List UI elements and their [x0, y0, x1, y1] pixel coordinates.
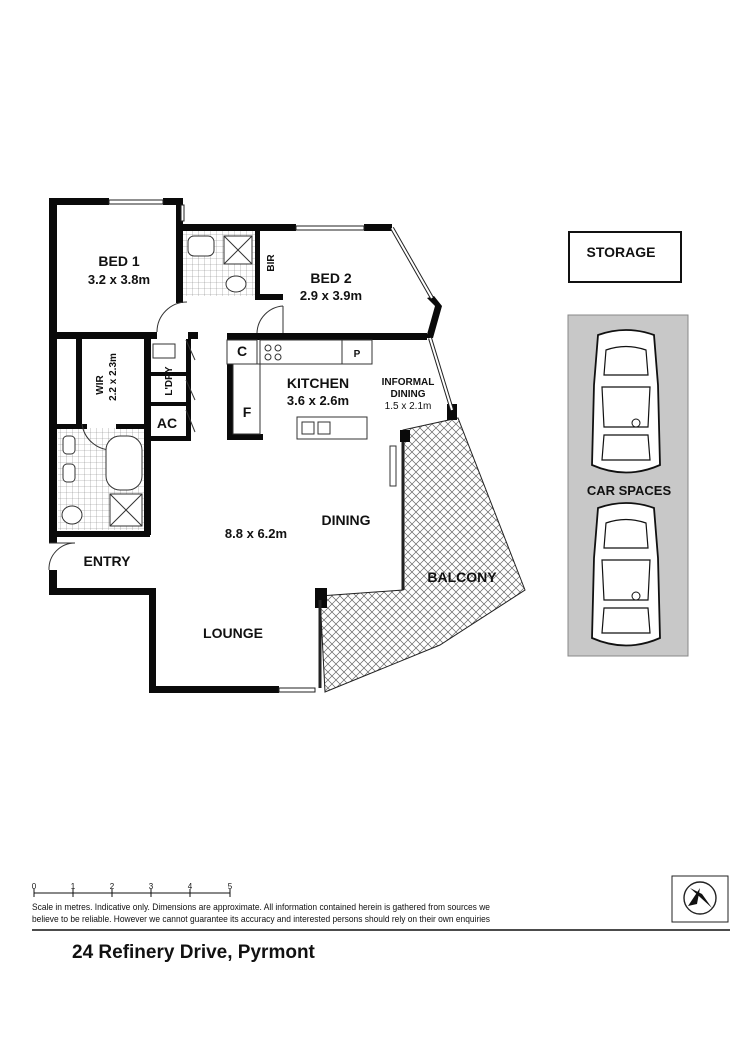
f-label: F — [243, 404, 252, 420]
scale-tick-1: 1 — [71, 882, 76, 891]
ac-label: AC — [157, 415, 177, 431]
balcony — [319, 417, 526, 693]
dining-label: DINING — [322, 512, 371, 528]
wir-size: 2.2 x 2.3m — [108, 353, 119, 401]
scale-tick-0: 0 — [32, 882, 37, 891]
scale-tick-2: 2 — [110, 882, 115, 891]
wir-name: WIR — [95, 375, 106, 395]
walls — [49, 198, 457, 693]
informal-dining-size: 1.5 x 2.1m — [385, 401, 432, 412]
kitchen-size: 3.6 x 2.6m — [287, 393, 349, 408]
lounge-label: LOUNGE — [203, 625, 263, 641]
car-spaces: CAR SPACES — [567, 314, 689, 657]
scale-tick-5: 5 — [228, 882, 233, 891]
bed1-size: 3.2 x 3.8m — [88, 272, 150, 287]
disclaimer-line1: Scale in metres. Indicative only. Dimens… — [32, 902, 490, 912]
entry-label: ENTRY — [84, 553, 132, 569]
room-labels: BED 1 3.2 x 3.8m BED 2 2.9 x 3.9m BIR WI… — [84, 253, 498, 641]
bed2-name: BED 2 — [310, 270, 351, 286]
address-title: 24 Refinery Drive, Pyrmont — [72, 942, 316, 963]
storage-label: STORAGE — [587, 244, 656, 260]
living-size: 8.8 x 6.2m — [225, 526, 287, 541]
car-spaces-label: CAR SPACES — [587, 483, 672, 498]
car-icon — [591, 329, 661, 474]
bed2-size: 2.9 x 3.9m — [300, 288, 362, 303]
scale-tick-4: 4 — [188, 882, 193, 891]
windows — [108, 199, 454, 693]
fixtures — [61, 235, 397, 527]
bir-label: BIR — [266, 254, 277, 272]
car-icon — [591, 502, 661, 647]
bed1-name: BED 1 — [98, 253, 139, 269]
storage: STORAGE — [568, 231, 682, 283]
doors — [48, 301, 284, 571]
kitchen-name: KITCHEN — [287, 375, 349, 391]
disclaimer-line2: believe to be reliable. However we canno… — [32, 914, 490, 924]
scale-bar: 0 1 2 3 4 5 — [32, 882, 233, 897]
laundry-label: L'DRY — [164, 366, 175, 396]
c-label: C — [237, 343, 247, 359]
balcony-label: BALCONY — [427, 569, 497, 585]
scale-tick-3: 3 — [149, 882, 154, 891]
p-label: P — [354, 349, 361, 360]
informal-dining-line2: DINING — [391, 389, 426, 400]
north-arrow-icon — [671, 875, 729, 923]
informal-dining-line1: INFORMAL — [382, 377, 435, 388]
